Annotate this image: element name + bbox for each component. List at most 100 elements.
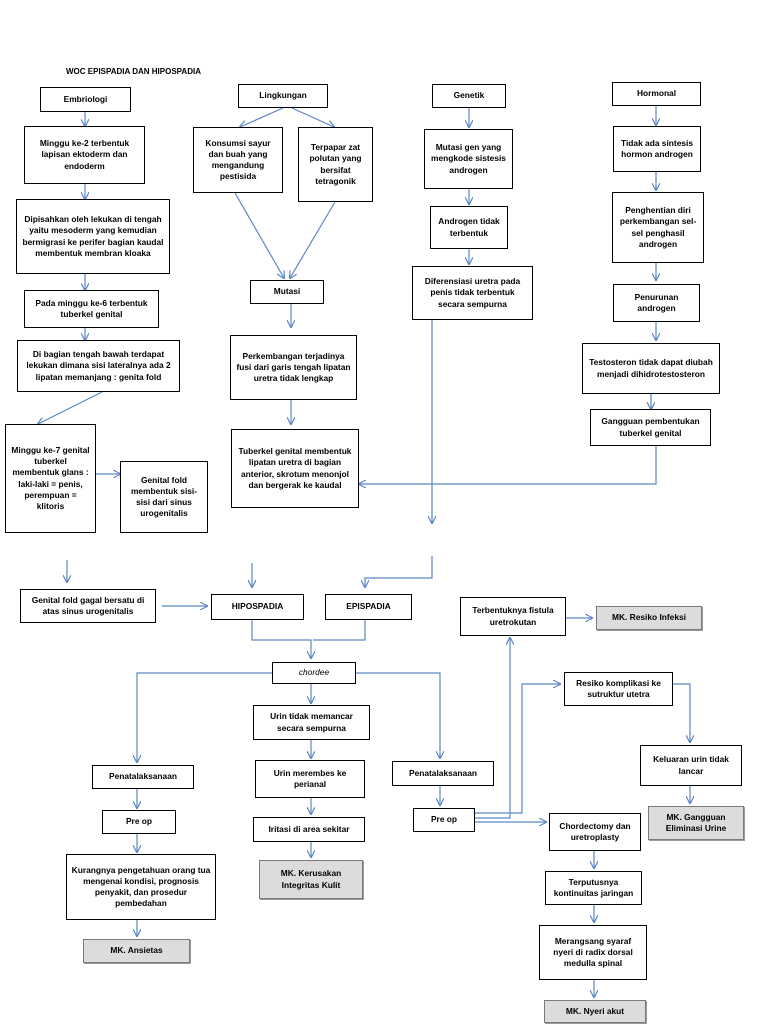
node-label: Genital fold membentuk sisi-sisi dari si…	[130, 474, 198, 519]
node-label: Androgen tidak terbentuk	[438, 216, 500, 238]
node-l2: Terpapar zat polutan yang bersifat tetra…	[298, 127, 373, 202]
node-h5: Gangguan pembentukan tuberkel genital	[590, 409, 711, 446]
node-label: Diferensiasi uretra pada penis tidak ter…	[424, 276, 521, 309]
node-label: Terpapar zat polutan yang bersifat tetra…	[309, 142, 362, 186]
node-label: Di bagian tengah bawah terdapat lekukan …	[26, 349, 171, 382]
node-label: HIPOSPADIA	[231, 601, 284, 612]
node-label: MK. Ansietas	[110, 945, 163, 956]
node-terputus: Terputusnya kontinuitas jaringan	[545, 871, 642, 905]
node-label: Pre op	[125, 816, 153, 827]
node-label: Tuberkel genital membentuk lipatan uretr…	[238, 446, 352, 490]
arrow	[234, 192, 284, 278]
node-m2: Tuberkel genital membentuk lipatan uretr…	[231, 429, 359, 508]
node-embriologi: Embriologi	[40, 87, 131, 112]
node-h4: Testosteron tidak dapat diubah menjadi d…	[582, 343, 720, 394]
node-label: Keluaran urin tidak lancar	[653, 754, 729, 776]
node-fistula: Terbentuknya fistula uretrokutan	[460, 597, 566, 636]
node-label: Mutasi	[273, 286, 301, 297]
node-e5: Minggu ke-7 genital tuberkel membentuk g…	[5, 424, 96, 533]
arrow	[240, 107, 284, 127]
arrow	[475, 684, 560, 814]
node-label: Lingkungan	[259, 90, 307, 101]
node-m1: Perkembangan terjadinya fusi dari garis …	[230, 335, 357, 400]
node-label: Penatalaksanaan	[109, 771, 177, 782]
node-label: Minggu ke-2 terbentuk lapisan ektoderm d…	[39, 138, 130, 171]
node-label: Pada minggu ke-6 terbentuk tuberkel geni…	[35, 297, 148, 319]
node-label: Resiko komplikasi ke sutruktur utetra	[576, 677, 661, 699]
node-label: EPISPADIA	[346, 601, 391, 612]
arrow	[475, 638, 510, 819]
node-h1: Tidak ada sintesis hormon androgen	[613, 126, 701, 172]
node-e2: Dipisahkan oleh lekukan di tengah yaitu …	[16, 199, 170, 274]
arrow	[38, 391, 103, 424]
node-e6: Genital fold membentuk sisi-sisi dari si…	[120, 461, 208, 533]
node-label: Penurunan androgen	[634, 291, 679, 313]
node-mk-nyeri: MK. Nyeri akut	[544, 1000, 646, 1023]
page-title: WOC EPISPADIA DAN HIPOSPADIA	[66, 67, 201, 76]
node-label: chordee	[298, 667, 330, 678]
node-label: Minggu ke-7 genital tuberkel membentuk g…	[11, 445, 90, 511]
node-label: Urin tidak memancar secara sempurna	[270, 711, 353, 733]
node-label: Hormonal	[636, 88, 677, 99]
arrow	[359, 446, 657, 484]
node-preop-left: Pre op	[102, 810, 176, 834]
node-label: Iritasi di area sekitar	[268, 823, 350, 834]
arrow	[673, 683, 690, 742]
node-label: Konsumsi sayur dan buah yang mengandung …	[205, 137, 271, 182]
node-resiko: Resiko komplikasi ke sutruktur utetra	[564, 672, 673, 706]
node-c1: Urin tidak memancar secara sempurna	[253, 705, 370, 740]
node-epispadia: EPISPADIA	[325, 594, 412, 620]
node-lingkungan: Lingkungan	[238, 84, 328, 108]
node-e4: Di bagian tengah bawah terdapat lekukan …	[17, 340, 180, 392]
arrow	[313, 620, 366, 641]
arrow	[356, 672, 440, 758]
node-label: Embriologi	[63, 93, 108, 104]
node-e3: Pada minggu ke-6 terbentuk tuberkel geni…	[24, 290, 159, 328]
node-g3: Diferensiasi uretra pada penis tidak ter…	[412, 266, 533, 320]
node-h2: Penghentian diri perkembangan sel-sel pe…	[612, 192, 704, 263]
node-hormonal: Hormonal	[612, 82, 701, 106]
node-chordectomy: Chordectomy dan uretroplasty	[549, 813, 641, 851]
arrow	[365, 556, 433, 587]
node-preop-right: Pre op	[413, 808, 475, 832]
arrow	[251, 620, 311, 658]
node-label: Tidak ada sintesis hormon androgen	[621, 137, 693, 159]
node-genetik: Genetik	[432, 84, 506, 108]
node-mk-kulit: MK. Kerusakan Integritas Kulit	[259, 860, 363, 899]
node-syaraf: Merangsang syaraf nyeri di radix dorsal …	[539, 925, 647, 980]
node-label: Penatalaksanaan	[409, 767, 477, 778]
node-mk-eliminasi: MK. Gangguan Eliminasi Urine	[648, 806, 744, 840]
node-label: MK. Resiko Infeksi	[611, 612, 686, 623]
node-label: Perkembangan terjadinya fusi dari garis …	[236, 350, 351, 384]
node-c3: Iritasi di area sekitar	[253, 817, 365, 842]
node-chordee: chordee	[272, 662, 356, 684]
node-kurang: Kurangnya pengetahuan orang tua mengenai…	[66, 854, 216, 920]
node-penatalaksanaan-right: Penatalaksanaan	[392, 761, 494, 786]
node-label: Merangsang syaraf nyeri di radix dorsal …	[553, 935, 633, 969]
node-label: Dipisahkan oleh lekukan di tengah yaitu …	[22, 214, 164, 258]
node-label: Kurangnya pengetahuan orang tua mengenai…	[71, 864, 211, 909]
node-label: Testosteron tidak dapat diubah menjadi d…	[589, 357, 713, 379]
node-label: Penghentian diri perkembangan sel-sel pe…	[619, 205, 697, 249]
arrow	[137, 672, 272, 762]
node-label: Chordectomy dan uretroplasty	[559, 820, 631, 842]
node-label: Genital fold gagal bersatu di atas sinus…	[31, 594, 145, 616]
node-e1: Minggu ke-2 terbentuk lapisan ektoderm d…	[24, 126, 145, 184]
node-label: Mutasi gen yang mengkode sistesis androg…	[431, 142, 506, 175]
node-label: Pre op	[430, 814, 458, 825]
node-hipospadia: HIPOSPADIA	[211, 594, 304, 620]
node-l1: Konsumsi sayur dan buah yang mengandung …	[193, 127, 283, 193]
node-mk-ansietas: MK. Ansietas	[83, 939, 190, 963]
node-label: Terputusnya kontinuitas jaringan	[553, 876, 634, 898]
arrow	[291, 107, 334, 127]
node-g2: Androgen tidak terbentuk	[430, 206, 508, 249]
node-label: Gangguan pembentukan tuberkel genital	[601, 416, 700, 438]
node-label: Genetik	[453, 90, 485, 101]
node-c2: Urin merembes ke perianal	[255, 760, 365, 798]
node-mk-infeksi: MK. Resiko Infeksi	[596, 606, 702, 630]
node-genital-fold: Genital fold gagal bersatu di atas sinus…	[20, 589, 156, 623]
node-label: Terbentuknya fistula uretrokutan	[472, 605, 554, 627]
node-label: Urin merembes ke perianal	[273, 767, 347, 789]
